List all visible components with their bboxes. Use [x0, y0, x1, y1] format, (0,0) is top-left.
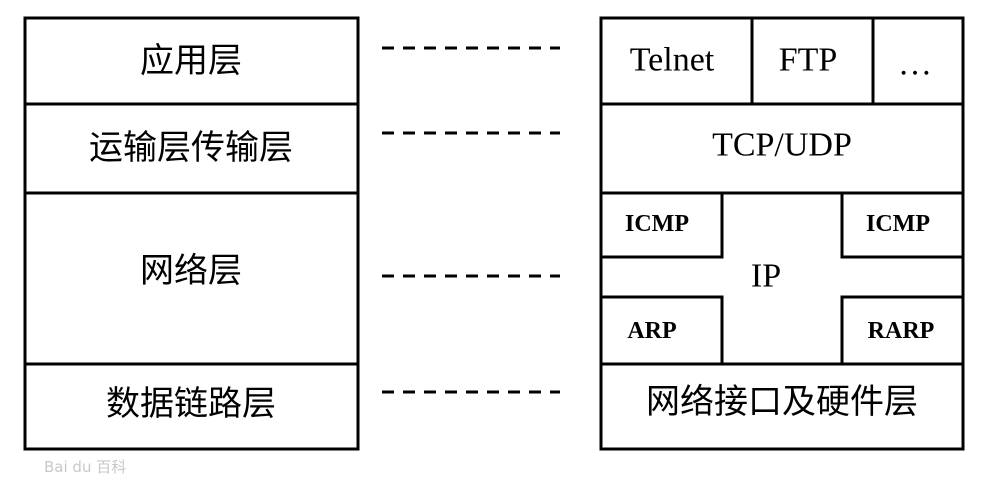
- icmp-right-label: ICMP: [866, 211, 930, 237]
- ip-label: IP: [751, 258, 781, 295]
- tcpip-protocol-stack: Telnet FTP … TCP/UDP ICMP ICMP ARP RARP …: [599, 16, 965, 451]
- application-layer-label: 应用层: [140, 41, 242, 81]
- tcp-udp-label: TCP/UDP: [712, 127, 852, 164]
- rarp-label: RARP: [868, 318, 935, 344]
- icmp-left-label: ICMP: [625, 211, 689, 237]
- transport-layer-box: [23, 102, 360, 195]
- icmp-left-box: [599, 191, 724, 259]
- application-layer-box: [23, 16, 360, 106]
- ftp-cell-label: FTP: [779, 42, 838, 79]
- layer-connectors: [382, 46, 560, 394]
- network-layer-label: 网络层: [140, 251, 242, 291]
- telnet-cell-label: Telnet: [630, 42, 715, 79]
- icmp-right-box: [840, 191, 965, 259]
- arp-box: [599, 295, 724, 366]
- baidu-watermark: Bai du 百科: [44, 458, 126, 476]
- osi-layer-stack: 应用层 运输层传输层 网络层 数据链路层: [23, 16, 360, 451]
- datalink-layer-label: 数据链路层: [106, 384, 276, 424]
- network-interface-hardware-label: 网络接口及硬件层: [646, 382, 918, 422]
- transport-layer-label: 运输层传输层: [89, 128, 293, 168]
- arp-label: ARP: [627, 318, 676, 344]
- network-layer-box: [23, 191, 360, 366]
- datalink-layer-box: [23, 362, 360, 451]
- ellipsis-cell-label: …: [898, 46, 932, 83]
